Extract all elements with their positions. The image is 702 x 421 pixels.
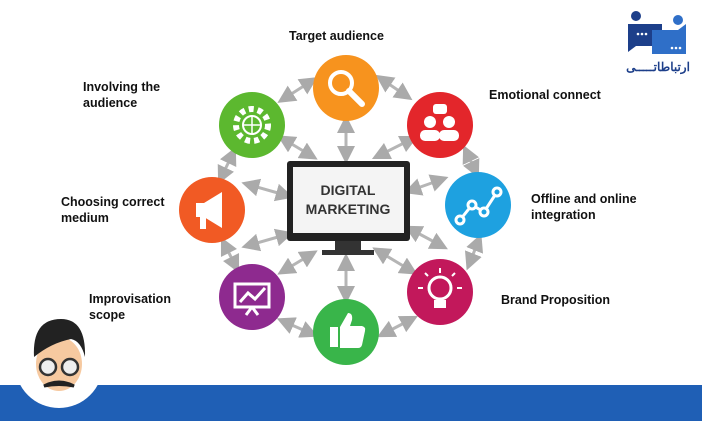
label-line: Choosing correct (61, 195, 165, 209)
lightbulb-icon (427, 275, 453, 301)
monitor: DIGITAL MARKETING (287, 161, 410, 255)
logo-icon (628, 11, 686, 54)
label-offline-online: Offline and online integration (531, 191, 637, 223)
label-line: Offline and online (531, 192, 637, 206)
label-line: Involving the (83, 80, 161, 94)
offline-online-node (445, 172, 511, 238)
label-emotional-connect: Emotional connect (489, 88, 601, 102)
label-line: integration (531, 208, 596, 222)
label-line: scope (89, 308, 126, 322)
brand-proposition-node (407, 259, 473, 325)
gear-globe-icon (233, 106, 271, 144)
label-line: medium (61, 211, 109, 225)
arrows (217, 74, 484, 338)
line-chart-icon (458, 191, 499, 221)
label-improvisation: Improvisation scope (89, 291, 171, 323)
label-target-audience: Target audience (289, 29, 384, 43)
logo-text: ارتباطاتـــــی (626, 60, 690, 74)
choosing-medium-node (179, 177, 245, 243)
label-involving: Involving the audience (83, 79, 160, 111)
label-brand-proposition: Brand Proposition (501, 293, 611, 307)
magnifier-icon (328, 70, 354, 96)
emotional-connect-node (407, 92, 473, 158)
target-audience-node (313, 55, 379, 121)
label-line: Improvisation (89, 292, 171, 306)
avatar-character (15, 319, 103, 408)
bottom-bar (0, 385, 702, 421)
thumbs-up-node (313, 299, 379, 365)
improvisation-node (219, 264, 285, 330)
monitor-line2: MARKETING (306, 201, 391, 217)
megaphone-icon (196, 192, 222, 228)
involving-node (219, 92, 285, 158)
thumbs-up-icon (330, 313, 366, 348)
people-icon (420, 104, 459, 141)
monitor-line1: DIGITAL (321, 182, 376, 198)
label-choosing-medium: Choosing correct medium (61, 194, 165, 226)
label-line: audience (83, 96, 138, 110)
